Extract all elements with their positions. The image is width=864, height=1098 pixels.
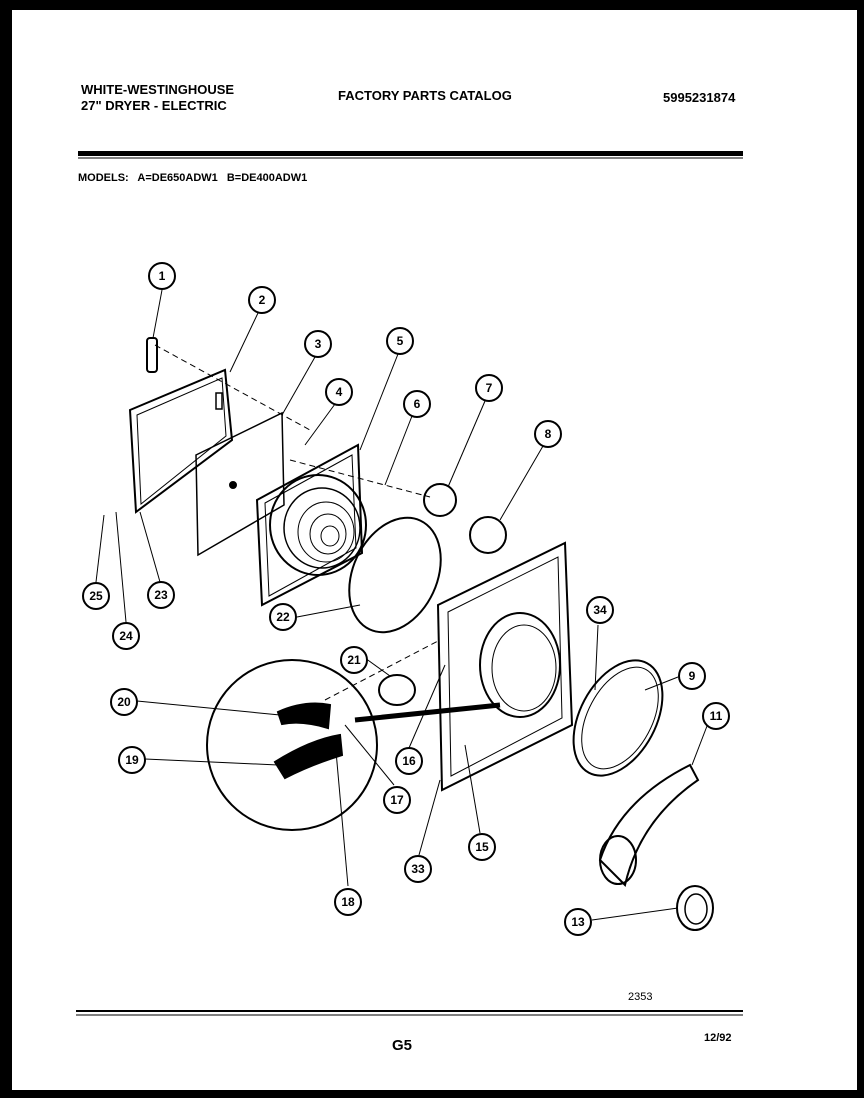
models-line: MODELS: A=DE650ADW1 B=DE400ADW1 xyxy=(78,172,307,184)
brand-line-2: 27" DRYER - ELECTRIC xyxy=(81,98,227,113)
svg-text:24: 24 xyxy=(119,629,133,643)
models-label: MODELS: xyxy=(78,172,129,184)
door-opening-hub xyxy=(320,525,340,547)
door-gasket xyxy=(348,516,442,634)
callout-23: 23 xyxy=(147,581,175,609)
callout-16: 16 xyxy=(395,747,423,775)
leader-lines xyxy=(95,289,708,921)
svg-text:2: 2 xyxy=(259,293,266,307)
door-opening-ring xyxy=(269,474,367,576)
callout-2: 2 xyxy=(248,286,276,314)
cabinet-door-opening-inner xyxy=(491,624,557,712)
svg-text:18: 18 xyxy=(341,895,355,909)
callout-7: 7 xyxy=(475,374,503,402)
detail-leader-lower xyxy=(354,702,501,723)
svg-text:21: 21 xyxy=(347,653,361,667)
bulkhead-ring xyxy=(572,659,664,777)
callout-group: 1 2 3 4 5 6 7 8 9 11 13 15 16 17 18 19 2… xyxy=(82,262,730,936)
door-opening-grille-center xyxy=(309,513,347,555)
svg-text:16: 16 xyxy=(402,754,416,768)
svg-text:17: 17 xyxy=(390,793,404,807)
cabinet-door-opening xyxy=(479,612,561,718)
detail-magnifier-circle xyxy=(206,659,378,831)
liner-screw-hole xyxy=(229,481,237,489)
callout-8: 8 xyxy=(534,420,562,448)
svg-text:9: 9 xyxy=(689,669,696,683)
svg-text:22: 22 xyxy=(276,610,290,624)
bulkhead-ring-inner xyxy=(581,666,659,770)
page-code: G5 xyxy=(392,1037,413,1054)
door-latch-part xyxy=(215,392,223,410)
callout-15: 15 xyxy=(468,833,496,861)
callout-33: 33 xyxy=(404,855,432,883)
striker-part xyxy=(469,516,507,554)
callout-1: 1 xyxy=(148,262,176,290)
svg-text:11: 11 xyxy=(710,709,723,723)
lamp-socket-part xyxy=(378,674,416,706)
document-number: 5995231874 xyxy=(663,90,736,105)
callout-18: 18 xyxy=(334,888,362,916)
svg-text:25: 25 xyxy=(89,589,103,603)
svg-text:23: 23 xyxy=(154,588,168,602)
exhaust-duct-opening xyxy=(599,835,637,885)
callout-5: 5 xyxy=(386,327,414,355)
brand-block: WHITE-WESTINGHOUSE 27" DRYER - ELECTRIC xyxy=(81,82,234,114)
outer-door-panel xyxy=(128,368,234,514)
door-opening-inner-ring xyxy=(283,487,361,569)
svg-text:20: 20 xyxy=(117,695,131,709)
catalog-title: FACTORY PARTS CATALOG xyxy=(338,88,512,103)
callout-17: 17 xyxy=(383,786,411,814)
callout-13: 13 xyxy=(564,908,592,936)
callout-3: 3 xyxy=(304,330,332,358)
outer-door-panel-inner xyxy=(136,377,227,506)
callout-9: 9 xyxy=(678,662,706,690)
svg-text:3: 3 xyxy=(315,337,322,351)
callout-24: 24 xyxy=(112,622,140,650)
figure-code: 2353 xyxy=(628,991,653,1003)
catch-part xyxy=(423,483,457,517)
svg-text:34: 34 xyxy=(593,603,607,617)
callout-11: 11 xyxy=(702,702,730,730)
page-date: 12/92 xyxy=(704,1032,732,1044)
front-panel-inner xyxy=(264,454,357,597)
svg-text:15: 15 xyxy=(475,840,489,854)
callout-21: 21 xyxy=(340,646,368,674)
header-rule xyxy=(78,151,743,156)
callout-6: 6 xyxy=(403,390,431,418)
callout-25: 25 xyxy=(82,582,110,610)
svg-text:5: 5 xyxy=(397,334,404,348)
model-a: A=DE650ADW1 xyxy=(137,172,218,184)
svg-text:19: 19 xyxy=(125,753,139,767)
model-b: B=DE400ADW1 xyxy=(226,172,308,184)
catalog-sheet: WHITE-WESTINGHOUSE 27" DRYER - ELECTRIC … xyxy=(12,10,857,1090)
door-handle-part xyxy=(146,337,158,373)
svg-text:33: 33 xyxy=(411,862,425,876)
door-opening-grille xyxy=(297,501,355,563)
callout-4: 4 xyxy=(325,378,353,406)
front-cabinet-panel xyxy=(436,541,574,792)
callout-22: 22 xyxy=(269,603,297,631)
svg-text:4: 4 xyxy=(336,385,343,399)
callout-20: 20 xyxy=(110,688,138,716)
callout-34: 34 xyxy=(586,596,614,624)
svg-text:8: 8 xyxy=(545,427,552,441)
detail-part-19 xyxy=(273,733,344,780)
front-panel xyxy=(255,443,364,607)
svg-text:7: 7 xyxy=(486,381,493,395)
felt-seal-ring-inner xyxy=(684,893,708,925)
svg-text:1: 1 xyxy=(159,269,166,283)
callout-19: 19 xyxy=(118,746,146,774)
exhaust-duct xyxy=(598,763,700,887)
inner-door-liner xyxy=(195,411,285,557)
detail-part-20 xyxy=(276,702,332,730)
front-cabinet-panel-inner xyxy=(447,556,563,777)
svg-text:6: 6 xyxy=(414,397,421,411)
brand-line-1: WHITE-WESTINGHOUSE xyxy=(81,82,235,97)
svg-text:13: 13 xyxy=(571,915,585,929)
